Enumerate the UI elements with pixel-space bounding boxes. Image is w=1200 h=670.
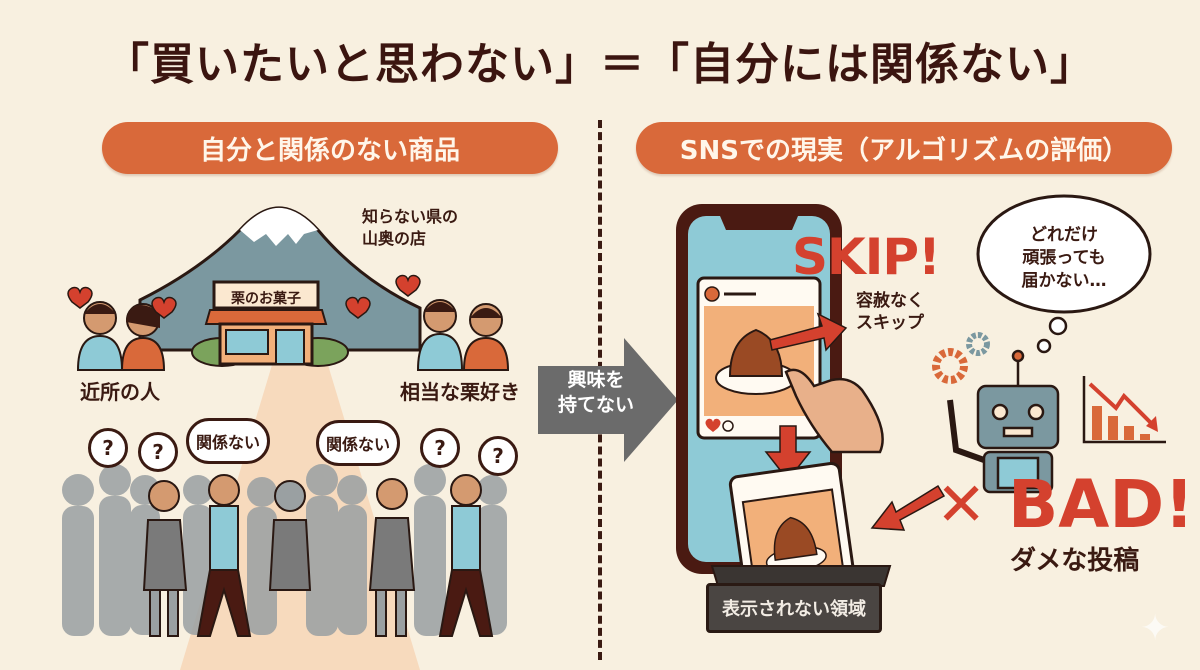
no-interest-line2: 持てない (557, 393, 634, 416)
shop-location-line1: 知らない県の (362, 207, 459, 226)
skip-sub-label: 容赦なく スキップ (856, 290, 924, 334)
question-bubble: ? (478, 436, 518, 476)
neighbors-label: 近所の人 (80, 380, 160, 404)
left-illustration (62, 206, 510, 670)
right-section-header: SNSでの現実（アルゴリズムの評価） (636, 122, 1172, 174)
skip-sub-line1: 容赦なく (856, 291, 924, 311)
thought-cloud-icon (976, 194, 1152, 354)
heart-icon (345, 296, 371, 319)
right-illustration (676, 194, 1166, 627)
chestnut-fans-couple-icon (345, 274, 510, 371)
left-section-header: 自分と関係のない商品 (102, 122, 558, 174)
robot-thought-text: どれだけ 頑張っても 届かない… (994, 224, 1134, 293)
heart-icon (705, 418, 721, 432)
swipe-hand-icon (784, 368, 884, 454)
shop-location-line2: 山奥の店 (362, 228, 427, 248)
right-arrow-icon (538, 338, 678, 462)
down-arrow-icon (764, 425, 812, 482)
heart-icon (151, 296, 177, 319)
shop-icon (191, 280, 349, 367)
gear-icon (966, 332, 990, 356)
skip-label: SKIP! (792, 228, 941, 286)
chestnut-icon (728, 328, 784, 377)
hidden-box-icon (710, 565, 892, 587)
sparkle-icon: ✦ (1140, 608, 1171, 649)
question-bubble: ? (420, 428, 460, 468)
not-related-bubble: 関係ない (316, 420, 400, 466)
x-mark-icon: ✕ (936, 470, 987, 540)
hidden-area-label: 表示されない領域 (706, 583, 882, 633)
question-bubble: ? (138, 432, 178, 472)
no-interest-line1: 興味を (567, 369, 625, 391)
robot-icon (947, 349, 1060, 494)
gear-icon (932, 348, 968, 384)
question-bubble: ? (88, 428, 128, 468)
bad-post-label: ダメな投稿 (1010, 546, 1140, 576)
no-interest-label: 興味を 持てない (548, 368, 644, 417)
declining-chart-icon (1082, 376, 1166, 444)
neighbors-couple-icon (67, 286, 177, 371)
bad-label: BAD! (1008, 466, 1195, 543)
main-title: 「買いたいと思わない」＝「自分には関係ない」 (105, 39, 1095, 90)
chestnut-fans-label: 相当な栗好き (400, 380, 520, 404)
heart-icon (395, 274, 421, 297)
not-related-bubble: 関係ない (186, 418, 270, 464)
skip-arrow-icon (769, 312, 848, 352)
skip-sub-line2: スキップ (856, 313, 924, 334)
bad-arrow-icon (870, 484, 946, 531)
shop-sign: 栗のお菓子 (231, 291, 301, 307)
heart-icon (67, 286, 93, 309)
robot-thought-line1: どれだけ (1030, 225, 1098, 245)
robot-thought-line3: 届かない… (1021, 270, 1107, 291)
robot-thought-line2: 頑張っても (1022, 247, 1106, 268)
shop-location-label: 知らない県の 山奥の店 (362, 206, 458, 249)
crowd-icon (62, 464, 507, 637)
